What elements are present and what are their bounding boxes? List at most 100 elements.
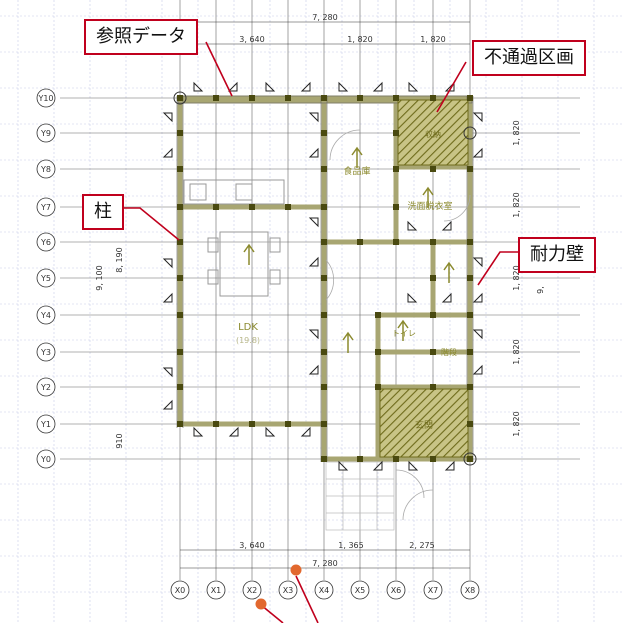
column xyxy=(393,204,399,210)
column xyxy=(393,166,399,172)
column xyxy=(375,384,381,390)
callout-reference-data: 参照データ xyxy=(84,19,198,55)
bearing-wall-marker xyxy=(162,292,173,303)
callout-bearing-wall: 耐力壁 xyxy=(518,237,596,273)
grid-label-y: Y6 xyxy=(40,238,51,247)
bearing-wall-marker xyxy=(193,426,204,437)
bearing-wall-marker xyxy=(265,81,276,92)
room-label-stair: 階段 xyxy=(441,347,457,357)
bearing-wall-marker xyxy=(308,147,319,158)
grid-label-circle xyxy=(36,342,56,362)
grid-label-x: X5 xyxy=(355,586,366,595)
column xyxy=(467,421,473,427)
bearing-wall-marker xyxy=(265,426,276,437)
bearing-wall-marker xyxy=(408,460,419,471)
room-label-storage: 食品庫 xyxy=(343,165,370,177)
grid-label-circle xyxy=(242,580,262,600)
column xyxy=(321,312,327,318)
grid-label-circle xyxy=(36,123,56,143)
direction-arrows xyxy=(243,146,455,353)
column xyxy=(177,95,183,101)
column xyxy=(321,130,327,136)
grid-label-circle xyxy=(36,197,56,217)
column xyxy=(177,204,183,210)
door-arcs xyxy=(325,129,471,521)
dining-table xyxy=(207,231,281,297)
bearing-wall-marker xyxy=(472,292,483,303)
bearing-wall-marker xyxy=(338,81,349,92)
column xyxy=(393,456,399,462)
grid-label-circle xyxy=(350,580,370,600)
grid-label-x: X0 xyxy=(175,586,186,595)
grid-label-y: Y0 xyxy=(40,455,51,464)
kitchen-counter xyxy=(183,179,285,205)
column xyxy=(430,95,436,101)
bearing-wall-marker xyxy=(472,329,483,340)
grid-label-y: Y1 xyxy=(40,420,51,429)
porch-tiles xyxy=(325,461,395,531)
column xyxy=(357,456,363,462)
grid-label-circle xyxy=(36,305,56,325)
bearing-wall-marker xyxy=(300,426,311,437)
callout-no-pass-zone: 不通過区画 xyxy=(472,40,586,76)
bearing-wall-marker xyxy=(162,258,173,269)
column xyxy=(375,312,381,318)
bearing-wall-marker xyxy=(193,81,204,92)
room-label-closet: 収納 xyxy=(425,129,441,139)
dim-left-bottom: 910 xyxy=(115,433,124,448)
column xyxy=(249,204,255,210)
column xyxy=(285,421,291,427)
grid-label-circle xyxy=(36,88,56,108)
column xyxy=(177,239,183,245)
room-label-toilet: トイレ xyxy=(392,329,416,338)
bearing-wall-marker xyxy=(441,220,452,231)
column xyxy=(213,95,219,101)
column xyxy=(321,456,327,462)
bearing-wall-marker xyxy=(227,81,238,92)
grid-label-circle xyxy=(386,580,406,600)
column xyxy=(430,275,436,281)
bearing-wall-marker xyxy=(300,81,311,92)
column xyxy=(321,275,327,281)
column xyxy=(430,349,436,355)
grid-label-circle xyxy=(206,580,226,600)
column xyxy=(321,239,327,245)
bearing-wall-marker xyxy=(308,329,319,340)
grid-label-circle xyxy=(170,580,190,600)
dim-bottom-segment: 2, 275 xyxy=(409,541,434,550)
column xyxy=(467,95,473,101)
grid-label-circle xyxy=(36,414,56,434)
column xyxy=(249,95,255,101)
bearing-wall-marker xyxy=(472,257,483,268)
dim-left-sub: 8, 190 xyxy=(115,247,124,272)
dim-bottom-total: 7, 280 xyxy=(312,559,337,568)
dim-top-segment: 1, 820 xyxy=(347,35,372,44)
column xyxy=(467,275,473,281)
column xyxy=(467,166,473,172)
no-pass-zone-entrance xyxy=(379,388,469,458)
bearing-wall-marker xyxy=(372,460,383,471)
bearing-wall-marker xyxy=(407,220,418,231)
column xyxy=(249,421,255,427)
column xyxy=(393,130,399,136)
column xyxy=(285,95,291,101)
column xyxy=(467,349,473,355)
bearing-wall-marker xyxy=(162,367,173,378)
column xyxy=(177,275,183,281)
grid-label-circle xyxy=(36,449,56,469)
bearing-wall-marker xyxy=(338,460,349,471)
dim-top-segment: 1, 820 xyxy=(420,35,445,44)
dim-right-total: 9, xyxy=(536,286,545,294)
grid-label-x: X3 xyxy=(283,586,294,595)
grid-label-y: Y8 xyxy=(40,165,51,174)
bearing-wall-marker xyxy=(472,364,483,375)
grid-label-circle xyxy=(423,580,443,600)
grid-label-y: Y4 xyxy=(40,311,51,320)
column xyxy=(357,95,363,101)
column xyxy=(213,204,219,210)
bearing-wall-marker xyxy=(444,460,455,471)
bearing-wall-marker xyxy=(372,81,383,92)
column xyxy=(430,166,436,172)
